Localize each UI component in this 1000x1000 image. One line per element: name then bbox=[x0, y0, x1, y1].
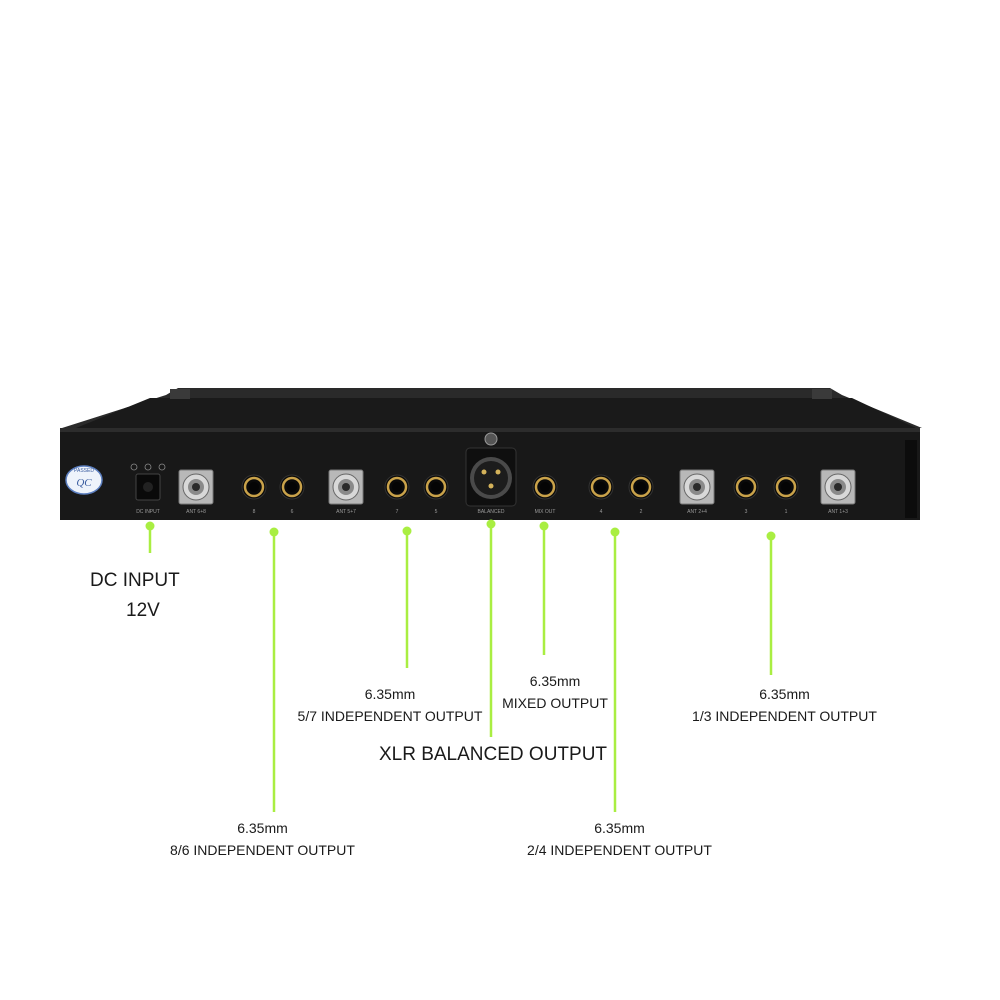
leader-mixed bbox=[539, 521, 549, 655]
leader-out-13 bbox=[766, 531, 776, 675]
panel-label-balanced: BALANCED bbox=[478, 509, 505, 515]
panel-label-ch6: 6 bbox=[291, 509, 294, 515]
callout-out-24-size: 6.35mm bbox=[594, 820, 645, 836]
panel-label-ch5: 5 bbox=[435, 509, 438, 515]
callout-out-13-size: 6.35mm bbox=[759, 686, 810, 702]
svg-text:PASSED: PASSED bbox=[74, 468, 94, 474]
callout-dc-input-voltage: 12V bbox=[126, 600, 160, 621]
panel-label-ant_24: ANT 2+4 bbox=[687, 509, 707, 515]
audio-jack-6-35mm bbox=[423, 474, 449, 500]
audio-jack-6-35mm bbox=[628, 474, 654, 500]
leader-xlr bbox=[486, 519, 496, 737]
panel-label-ch3: 3 bbox=[745, 509, 748, 515]
callout-mixed-size: 6.35mm bbox=[529, 673, 581, 689]
callout-out-13: 6.35mm 1/3 INDEPENDENT OUTPUT bbox=[672, 683, 897, 727]
panel-label-ch1: 1 bbox=[785, 509, 788, 515]
bnc-antenna-connector bbox=[328, 469, 364, 505]
audio-jack-6-35mm bbox=[588, 474, 614, 500]
audio-jack-6-35mm bbox=[384, 474, 410, 500]
audio-jack-6-35mm bbox=[773, 474, 799, 500]
bnc-antenna-connector bbox=[820, 469, 856, 505]
panel-label-ant_68: ANT 6+8 bbox=[186, 509, 206, 515]
panel-label-ch7: 7 bbox=[396, 509, 399, 515]
qc-passed-badge: PASSED QC bbox=[65, 465, 103, 495]
audio-jack-6-35mm bbox=[733, 474, 759, 500]
callout-xlr: XLR BALANCED OUTPUT bbox=[378, 740, 608, 770]
leader-out-57 bbox=[402, 526, 412, 668]
callout-out-86-desc: 8/6 INDEPENDENT OUTPUT bbox=[170, 842, 355, 858]
panel-label-mix_out: MIX OUT bbox=[535, 509, 556, 515]
callout-mixed: 6.35mm MIXED OUTPUT bbox=[490, 670, 620, 714]
svg-text:QC: QC bbox=[76, 477, 92, 489]
callout-out-86-size: 6.35mm bbox=[237, 820, 288, 836]
dc-input-jack bbox=[130, 463, 166, 501]
audio-jack-6-35mm bbox=[532, 474, 558, 500]
audio-jack-6-35mm bbox=[279, 474, 305, 500]
callout-out-57-desc: 5/7 INDEPENDENT OUTPUT bbox=[297, 708, 483, 724]
callout-out-57: 6.35mm 5/7 INDEPENDENT OUTPUT bbox=[280, 683, 500, 727]
callout-out-24: 6.35mm 2/4 INDEPENDENT OUTPUT bbox=[507, 817, 732, 861]
callout-dc-input: DC INPUT 12V bbox=[90, 566, 180, 626]
callout-xlr-title: XLR BALANCED OUTPUT bbox=[378, 744, 608, 765]
bnc-antenna-connector bbox=[178, 469, 214, 505]
callout-out-24-desc: 2/4 INDEPENDENT OUTPUT bbox=[527, 842, 712, 858]
callout-mixed-desc: MIXED OUTPUT bbox=[502, 695, 608, 711]
rack-ear-right bbox=[812, 389, 832, 399]
panel-label-ant_13: ANT 1+3 bbox=[828, 509, 848, 515]
leader-out-86 bbox=[269, 527, 279, 812]
panel-label-dc-input: DC INPUT bbox=[136, 509, 160, 515]
audio-jack-6-35mm bbox=[241, 474, 267, 500]
leader-dc-input bbox=[145, 521, 155, 553]
callout-out-86: 6.35mm 8/6 INDEPENDENT OUTPUT bbox=[150, 817, 375, 861]
callout-out-57-size: 6.35mm bbox=[364, 686, 416, 702]
leader-out-24 bbox=[610, 527, 620, 812]
callout-out-13-desc: 1/3 INDEPENDENT OUTPUT bbox=[692, 708, 877, 724]
xlr-balanced-output bbox=[465, 432, 517, 507]
bnc-antenna-connector bbox=[679, 469, 715, 505]
panel-label-ch8: 8 bbox=[253, 509, 256, 515]
panel-label-ch4: 4 bbox=[600, 509, 603, 515]
panel-label-ch2: 2 bbox=[640, 509, 643, 515]
callout-dc-input-title: DC INPUT bbox=[90, 570, 180, 591]
panel-label-ant_57: ANT 5+7 bbox=[336, 509, 356, 515]
rack-ear-left bbox=[170, 389, 190, 399]
